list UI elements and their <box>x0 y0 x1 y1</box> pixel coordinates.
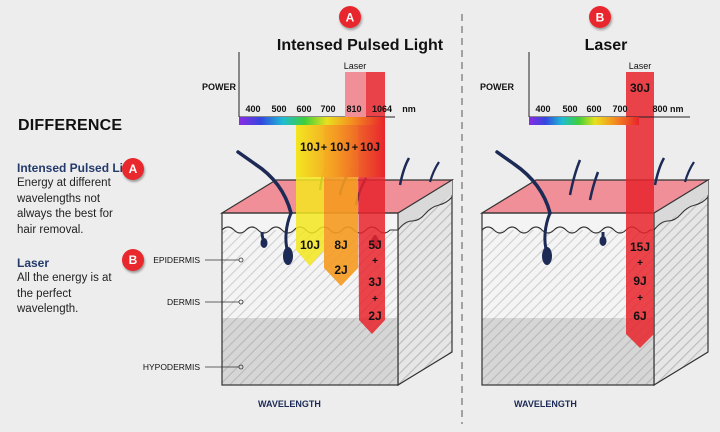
wavelength-label-a: WAVELENGTH <box>258 399 321 409</box>
energy-b-0: 15J <box>630 240 650 254</box>
tick-a-5: 1064 <box>372 104 392 114</box>
energy-a-low-2: 3J <box>368 275 381 289</box>
energy-a-low-0: 2J <box>334 263 347 277</box>
badge-b-top: B <box>589 6 611 28</box>
difference-heading: DIFFERENCE <box>18 117 123 134</box>
laser-band-label-b: Laser <box>629 61 652 71</box>
energy-b-2: 9J <box>633 274 646 288</box>
energy-a-low-1: + <box>372 256 378 267</box>
laser-band-a <box>345 72 366 117</box>
epidermis-wave-side-a <box>397 196 453 231</box>
tick-a-2: 600 <box>296 104 311 114</box>
tick-a-1: 500 <box>271 104 286 114</box>
label-hypodermis: HYPODERMIS <box>143 362 200 372</box>
ipl-beams <box>296 72 385 334</box>
tick-b-3: 700 <box>612 104 627 114</box>
laser-sidebar-badge: B <box>122 249 144 271</box>
power-label-b: POWER <box>480 82 515 92</box>
spectrum-bar-b <box>529 117 639 125</box>
label-dermis: DERMIS <box>167 297 200 307</box>
unit-a: nm <box>402 104 416 114</box>
front-hypodermis-b <box>482 318 654 385</box>
axes-b <box>528 52 690 125</box>
energy-a-top-1: + <box>321 142 327 154</box>
laser-beam-b <box>626 72 654 348</box>
tick-b-4: 800 nm <box>652 104 683 114</box>
spectrum-bar-a <box>239 117 385 125</box>
energy-a-top-3: + <box>352 142 358 154</box>
axes-a <box>238 52 395 125</box>
ipl-sidebar-title: Intensed Pulsed Light <box>17 161 142 175</box>
tick-a-0: 400 <box>245 104 260 114</box>
ipl-sidebar-badge: A <box>122 158 144 180</box>
energy-a-top-0: 10J <box>300 140 320 154</box>
badge-b-top-letter: B <box>596 11 605 25</box>
badge-a-top-letter: A <box>346 11 355 25</box>
energy-a-top-4: 10J <box>360 140 380 154</box>
energy-a-mid-1: 8J <box>334 238 347 252</box>
tick-a-4: 810 <box>346 104 361 114</box>
tick-a-3: 700 <box>320 104 335 114</box>
energy-b-1: + <box>637 258 643 269</box>
energy-a-low-4: 2J <box>368 309 381 323</box>
energy-a-mid-2: 5J <box>368 238 381 252</box>
panel-a-title: Intensed Pulsed Light <box>277 37 444 54</box>
front-dermis-b <box>482 230 654 318</box>
layer-callouts <box>205 257 244 370</box>
energy-b-top: 30J <box>630 81 650 95</box>
laser-sidebar-description: All the energy is at the perfect wavelen… <box>17 272 112 315</box>
tick-b-1: 500 <box>562 104 577 114</box>
tick-b-0: 400 <box>535 104 550 114</box>
badge-a-top: A <box>339 6 361 28</box>
energy-a-top-2: 10J <box>330 140 350 154</box>
tick-b-2: 600 <box>586 104 601 114</box>
power-label-a: POWER <box>202 82 237 92</box>
skin-side-top-a <box>398 180 452 230</box>
label-epidermis: EPIDERMIS <box>153 255 200 265</box>
wavelength-label-b: WAVELENGTH <box>514 399 577 409</box>
panel-b-title: Laser <box>585 37 628 54</box>
energy-b-4: 6J <box>633 309 646 323</box>
laser-sidebar-title: Laser <box>17 256 50 270</box>
energy-a-low-3: + <box>372 294 378 305</box>
energy-b-3: + <box>637 293 643 304</box>
laser-band-label-a: Laser <box>344 61 367 71</box>
ipl-sidebar-description: Energy at different wavelengths not alwa… <box>17 177 113 236</box>
skin-block-b <box>479 150 711 387</box>
energy-a-mid-0: 10J <box>300 238 320 252</box>
